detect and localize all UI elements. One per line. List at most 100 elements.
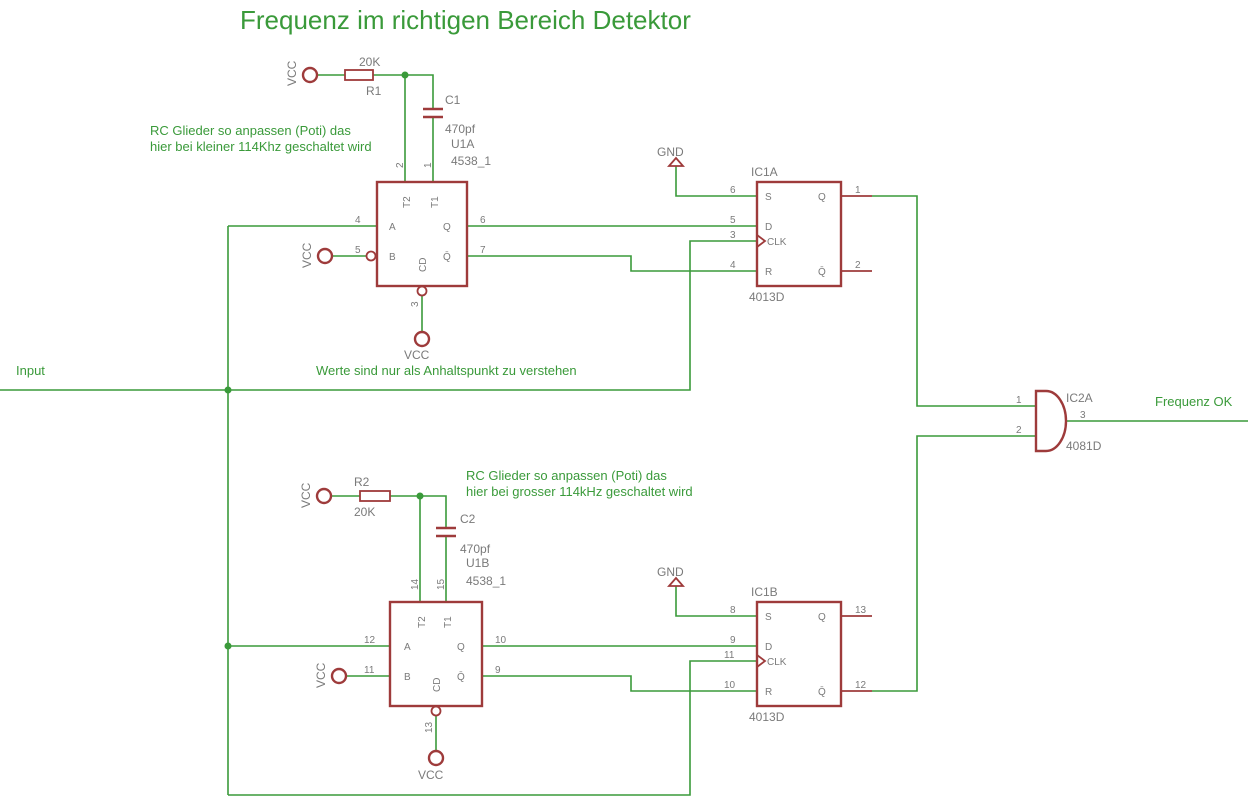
- monoflop-type: 4538_1: [451, 154, 491, 168]
- wires: [0, 71, 1248, 796]
- pin-number: 10: [495, 635, 507, 646]
- monoflop-u1a: U1A 4538_1 A B Q Q̄ T2 T1 CD 4 5 6 7 2 1…: [355, 137, 491, 307]
- pin-label-cd: CD: [432, 678, 443, 692]
- resistor-r2: R2 20K: [354, 475, 391, 519]
- capacitor-name: C1: [445, 93, 461, 107]
- junction-dot: [416, 492, 424, 500]
- pin-label-r: R: [765, 687, 772, 698]
- vcc-symbol: VCC: [418, 749, 445, 782]
- pin-number: 12: [364, 635, 376, 646]
- vcc-label: VCC: [300, 242, 314, 268]
- gnd-symbol: GND: [657, 565, 685, 587]
- junction-dot: [224, 386, 232, 394]
- pin-number: 14: [410, 578, 421, 590]
- pin-number: 11: [724, 650, 735, 661]
- wire-u1a-qn-ic1a-r: [467, 255, 757, 272]
- vcc-symbol: VCC: [299, 482, 333, 508]
- junction-dot: [401, 71, 409, 79]
- pin-label-s: S: [765, 192, 772, 203]
- resistor-value: 20K: [354, 505, 375, 519]
- pin-label-t1: T1: [443, 616, 454, 628]
- pin-number: 13: [855, 605, 867, 616]
- pin-label-d: D: [765, 222, 772, 233]
- capacitor-name: C2: [460, 512, 476, 526]
- pin-label-t1: T1: [430, 196, 441, 208]
- pin-number: 2: [1016, 425, 1022, 436]
- vcc-label: VCC: [404, 348, 430, 362]
- flipflop-ic1b: IC1B 4013D S D CLK R Q Q̄ 8 9 11 10 13 1…: [724, 585, 872, 724]
- pin-label-s: S: [765, 612, 772, 623]
- pin-number: 3: [730, 230, 736, 241]
- pin-number: 12: [855, 680, 867, 691]
- resistor-name: R2: [354, 475, 370, 489]
- pin-number: 2: [395, 162, 406, 168]
- resistor-r1: 20K R1: [344, 55, 382, 98]
- pin-label-qn: Q̄: [818, 265, 826, 278]
- pin-label-a: A: [404, 642, 411, 653]
- wire-gnd-ic1b-s: [675, 586, 757, 617]
- note-top-line-2: hier bei kleiner 114Khz geschaltet wird: [150, 139, 372, 154]
- vcc-symbol: VCC: [314, 662, 348, 688]
- capacitor-c2: C2 470pf: [436, 512, 491, 556]
- flipflop-name: IC1B: [751, 585, 778, 599]
- flipflop-name: IC1A: [751, 165, 778, 179]
- diagram-title: Frequenz im richtigen Bereich Detektor: [240, 5, 691, 35]
- pin-label-q: Q: [818, 192, 826, 203]
- wire-r2-c2: [390, 495, 447, 527]
- pin-number: 7: [480, 245, 486, 256]
- pin-number: 6: [480, 215, 486, 226]
- gnd-symbol: GND: [657, 145, 685, 167]
- pin-label-b: B: [404, 672, 411, 683]
- junction-dot: [224, 642, 232, 650]
- wire-clk-bottom: [228, 660, 757, 796]
- vcc-label: VCC: [418, 768, 444, 782]
- capacitor-c1: C1 470pf: [423, 93, 476, 136]
- pin-number: 5: [730, 215, 736, 226]
- vcc-symbol: VCC: [285, 60, 319, 86]
- input-label: Input: [16, 363, 45, 378]
- vcc-symbol: VCC: [404, 330, 431, 362]
- pin-number: 8: [730, 605, 736, 616]
- flipflop-type: 4013D: [749, 290, 785, 304]
- flipflop-ic1a: IC1A 4013D S D CLK R Q Q̄ 6 5 3 4 1 2: [730, 165, 872, 304]
- monoflop-type: 4538_1: [466, 574, 506, 588]
- pin-number: 3: [1080, 410, 1086, 421]
- wire-input: [0, 240, 757, 391]
- pin-number: 9: [730, 635, 736, 646]
- wire-ic1b-qn-and: [872, 435, 1036, 692]
- pin-label-q: Q: [818, 612, 826, 623]
- gate-name: IC2A: [1066, 391, 1093, 405]
- pin-label-cd: CD: [418, 258, 429, 272]
- pin-label-clk: CLK: [767, 657, 787, 668]
- pin-label-clk: CLK: [767, 237, 787, 248]
- pin-number: 9: [495, 665, 501, 676]
- pin-label-r: R: [765, 267, 772, 278]
- and-gate-ic2a: IC2A 4081D 1 2 3: [1016, 389, 1102, 453]
- pin-label-b: B: [389, 252, 396, 263]
- resistor-value: 20K: [359, 55, 380, 69]
- pin-label-t2: T2: [417, 616, 428, 628]
- pin-number: 13: [424, 721, 435, 733]
- gnd-label: GND: [657, 565, 684, 579]
- note-bottom-line-2: hier bei grosser 114kHz geschaltet wird: [466, 484, 693, 499]
- pin-number: 2: [855, 260, 861, 271]
- wire-ic1a-q-and: [872, 195, 1036, 407]
- monoflop-name: U1B: [466, 556, 489, 570]
- pin-label-qn: Q̄: [457, 670, 465, 683]
- pin-number: 1: [855, 185, 861, 196]
- pin-label-qn: Q̄: [818, 685, 826, 698]
- pin-label-qn: Q̄: [443, 250, 451, 263]
- pin-number: 11: [364, 665, 375, 676]
- capacitor-value: 470pf: [460, 542, 491, 556]
- pin-number: 1: [1016, 395, 1022, 406]
- pin-label-a: A: [389, 222, 396, 233]
- pin-number: 1: [423, 162, 434, 168]
- monoflop-name: U1A: [451, 137, 474, 151]
- pin-number: 5: [355, 245, 361, 256]
- vcc-symbol: VCC: [300, 242, 334, 268]
- pin-label-q: Q: [457, 642, 465, 653]
- vcc-label: VCC: [285, 60, 299, 86]
- wire-gnd-ic1a-s: [675, 166, 757, 197]
- gate-type: 4081D: [1066, 439, 1102, 453]
